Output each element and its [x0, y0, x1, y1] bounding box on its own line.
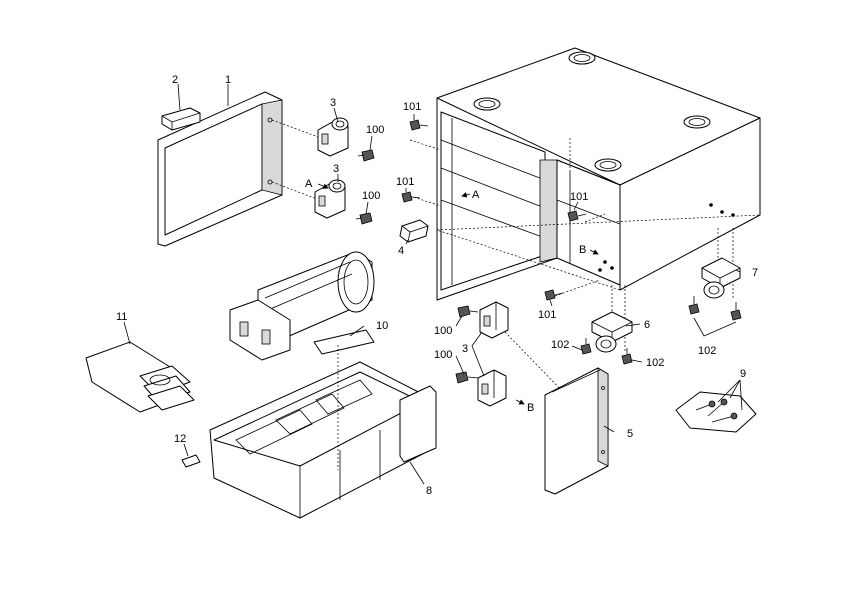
packing-tray: [209, 345, 437, 519]
view-marker-a-left: A: [305, 178, 313, 190]
callout-101-c: 101: [570, 191, 588, 203]
hinge-lower: [314, 179, 346, 219]
caster-rear: [701, 257, 741, 299]
screw-101-c: [567, 210, 587, 222]
callout-100-b: 100: [362, 190, 380, 202]
screw-100-a: [357, 149, 375, 162]
screw-102-d: [730, 302, 742, 321]
screw-100-d: [455, 371, 479, 384]
screw-101-b: [401, 191, 421, 203]
cabinet-body: [409, 47, 761, 431]
leader-lines: [123, 83, 743, 485]
view-marker-a-right: A: [472, 189, 480, 201]
callout-10: 10: [376, 320, 388, 332]
drum-unit: [229, 251, 375, 361]
callout-100-d: 100: [434, 349, 452, 361]
callout-101-d: 101: [538, 309, 556, 321]
door-panel: [544, 367, 609, 495]
callout-12: 12: [174, 433, 186, 445]
hinge-upper: [317, 117, 349, 157]
screw-bag: [675, 391, 757, 433]
callout-7: 7: [752, 267, 758, 279]
callout-3-lower: 3: [333, 163, 339, 175]
callout-11: 11: [116, 311, 127, 323]
callout-100-c: 100: [434, 325, 452, 337]
frame-panel: [157, 91, 333, 247]
callout-1: 1: [225, 74, 231, 86]
callout-8: 8: [426, 485, 432, 497]
callout-2: 2: [172, 74, 178, 86]
screw-100-c: [457, 305, 479, 318]
screw-101-a: [409, 119, 429, 131]
callout-3-upper: 3: [330, 97, 336, 109]
small-roller: [181, 454, 201, 468]
callout-101-a: 101: [403, 101, 421, 113]
hinge-middle-upper: [479, 301, 509, 339]
view-arrows: [317, 183, 599, 405]
screw-102-a: [580, 338, 592, 355]
hinge-middle-lower: [477, 369, 507, 407]
view-marker-b-lower: B: [527, 402, 534, 414]
callout-3-middle: 3: [462, 343, 468, 355]
callout-102-c: 102: [698, 345, 716, 357]
caster-front: [591, 311, 633, 353]
callout-101-b: 101: [396, 176, 414, 188]
callout-102-a: 102: [551, 339, 569, 351]
view-marker-b-upper: B: [579, 244, 586, 256]
small-block: [161, 107, 201, 131]
callout-9: 9: [740, 368, 746, 380]
callout-102-b: 102: [646, 357, 664, 369]
label-sheet: [313, 329, 375, 355]
callout-5: 5: [627, 428, 633, 440]
callout-4: 4: [398, 245, 404, 257]
parts-bag: [85, 341, 195, 413]
screw-100-b: [355, 212, 373, 225]
callout-100-a: 100: [366, 124, 384, 136]
screw-101-d: [544, 289, 564, 301]
screw-102-c: [688, 296, 700, 315]
small-bracket: [399, 219, 429, 243]
screw-102-b: [621, 348, 633, 365]
callout-6: 6: [644, 319, 650, 331]
